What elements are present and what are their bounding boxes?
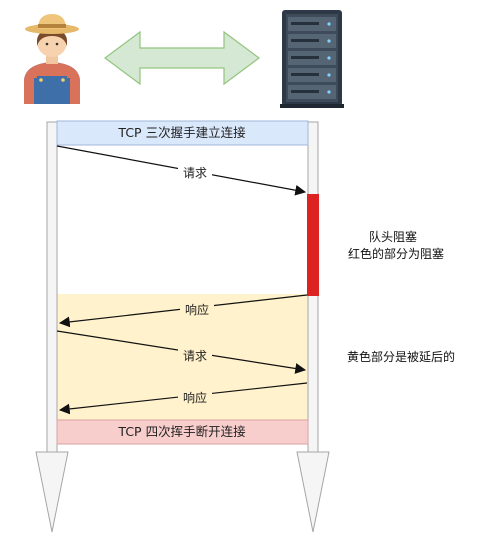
message-response-2: 响应 (58, 382, 308, 415)
message-label: 请求 (183, 166, 207, 180)
message-request-1: 请求 (56, 145, 307, 196)
teardown-label: TCP 四次挥手断开连接 (117, 424, 246, 439)
handshake-bar: TCP 三次握手建立连接 (56, 120, 309, 146)
farmer-avatar-icon (24, 14, 80, 104)
server-rack-icon (280, 10, 344, 108)
handshake-label: TCP 三次握手建立连接 (117, 125, 246, 140)
message-label: 请求 (183, 349, 207, 363)
client-lifeline (35, 121, 69, 533)
teardown-bar: TCP 四次挥手断开连接 (56, 419, 309, 445)
double-arrow-icon (103, 30, 261, 86)
blocking-segment (307, 194, 319, 296)
delay-note: 黄色部分是被延后的 (347, 349, 455, 364)
hol-note-detail: 红色的部分为阻塞 (348, 246, 444, 261)
hol-note-title: 队头阻塞 (369, 229, 417, 244)
message-request-2: 请求 (56, 330, 307, 374)
message-label: 响应 (183, 390, 207, 405)
message-response-1: 响应 (58, 294, 308, 328)
message-label: 响应 (185, 302, 209, 317)
